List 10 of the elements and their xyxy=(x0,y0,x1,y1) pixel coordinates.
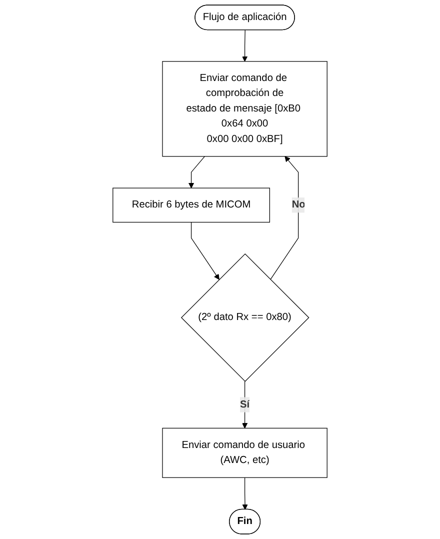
node-box: Recibir 6 bytes de MICOM xyxy=(112,188,270,223)
edge-label: Sí xyxy=(240,399,250,410)
arrow xyxy=(242,30,248,62)
node-box: Enviar comando de usuario (AWC, etc) xyxy=(162,428,328,478)
node-diamond: (2º dato Rx == 0x80) xyxy=(180,253,310,382)
arrow xyxy=(270,156,299,280)
arrow xyxy=(188,156,205,188)
arrow xyxy=(242,477,248,510)
arrow xyxy=(190,222,220,280)
node-box: Enviar comando de comprobación de estado de mensaje [0xB0 0x64 0x00 0x00 0x00 0xBF] xyxy=(162,61,328,157)
